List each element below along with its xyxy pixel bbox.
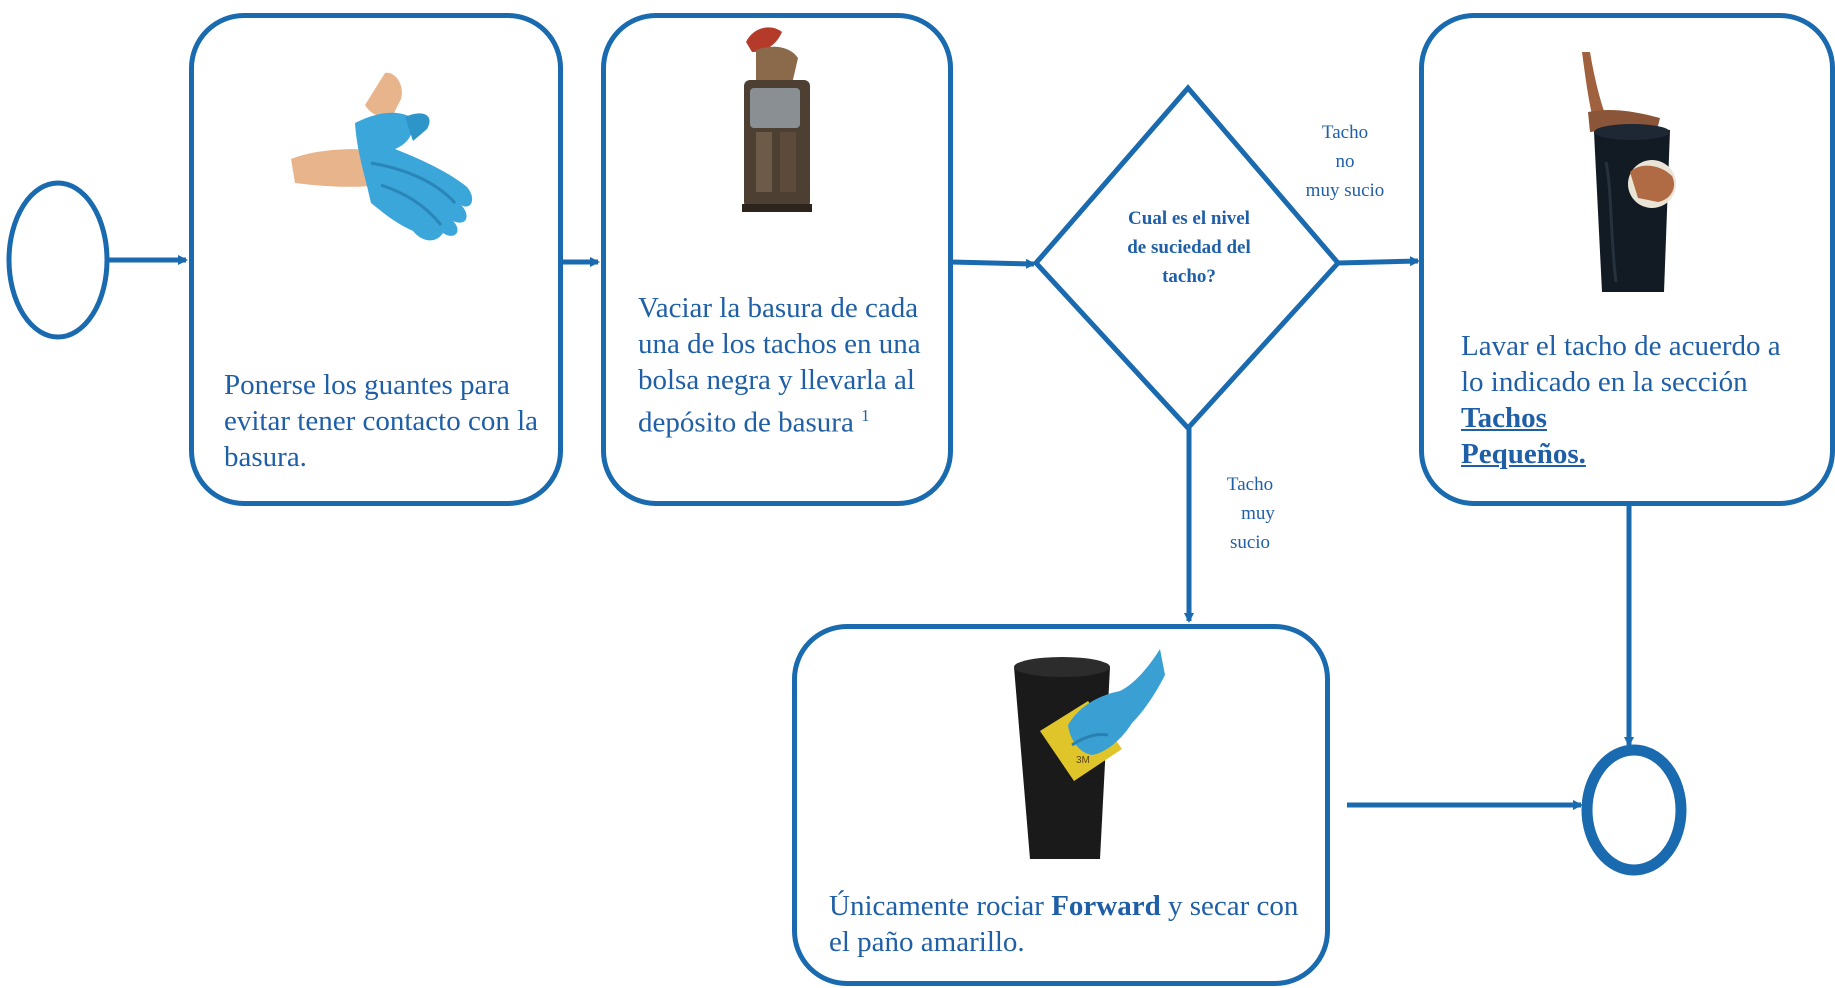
branch-label-very-dirty: Tacho muy sucio [1226, 474, 1275, 553]
washing-bin-illustration [1582, 52, 1676, 292]
end-event [1581, 744, 1687, 876]
step-empty-label: Vaciar la basura de cada una de los tach… [638, 292, 921, 439]
arrow-empty-to-decision [950, 258, 1036, 269]
step-spray-label: Únicamente rociar [829, 890, 1044, 922]
step-empty-text: Vaciar la basura de cada una de los tach… [638, 290, 938, 441]
arrow-decision-to-wash [1337, 256, 1420, 267]
step-spray-text: Únicamente rociar Forward y secar con el… [829, 888, 1309, 960]
trash-bin-illustration [742, 27, 812, 212]
product-name: Forward [1051, 890, 1161, 922]
step-gloves-label: Ponerse los guantes para evitar tener co… [224, 369, 539, 473]
svg-text:3M: 3M [1076, 755, 1090, 766]
step-wash-label: Lavar el tacho de acuerdo a lo indicado … [1461, 330, 1781, 398]
step-gloves-text: Ponerse los guantes para evitar tener co… [224, 367, 544, 475]
gloves-illustration [291, 72, 473, 241]
decision-question: Cual es el nivel de suciedad del tacho? [1127, 208, 1251, 287]
footnote-marker: 1 [861, 406, 870, 425]
spray-bin-illustration: 3M [1014, 649, 1165, 859]
step-wash-text: Lavar el tacho de acuerdo a lo indicado … [1461, 328, 1806, 472]
start-event [6, 180, 110, 340]
step-spray-label-end: y secar con el paño amarillo. [829, 890, 1299, 958]
branch-label-not-dirty: Tacho no muy sucio [1305, 122, 1385, 201]
